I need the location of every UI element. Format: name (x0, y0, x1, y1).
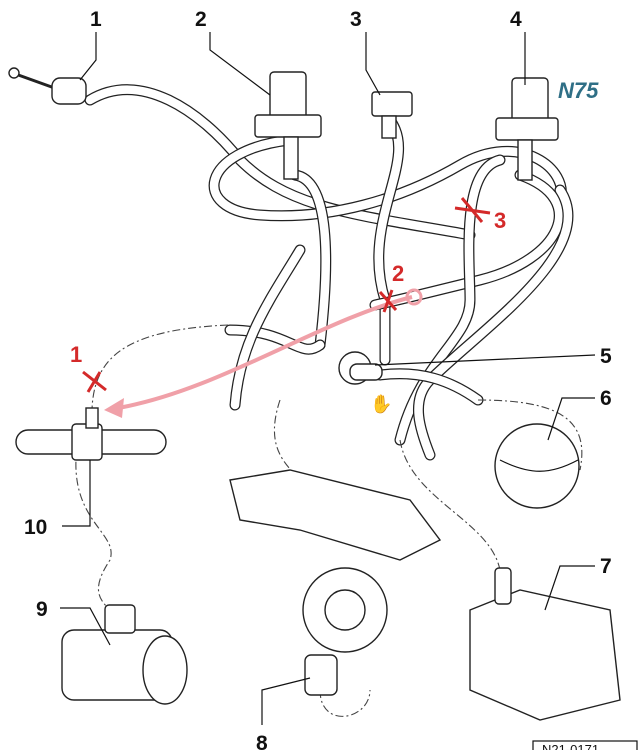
valve-nozzle (517, 139, 533, 181)
leader-line (374, 354, 596, 366)
valve-nozzle (381, 115, 397, 139)
hose (375, 369, 483, 405)
reference-box (532, 740, 638, 750)
dashed-line (75, 429, 112, 611)
callout-1: 1 (90, 8, 102, 31)
callout-7: 7 (600, 555, 612, 578)
dashed-line (477, 399, 583, 471)
egr-valve-9 (61, 604, 188, 705)
callout-10: 10 (24, 516, 47, 539)
hand-icon: ✋ (370, 393, 392, 414)
dashed-line (91, 324, 229, 421)
annotation-2: 2 (392, 261, 404, 286)
hose-piece-10 (15, 407, 167, 461)
reservoir-seam (499, 459, 579, 472)
callout-4: 4 (510, 8, 522, 31)
vacuum-hoses (84, 84, 574, 461)
cross-mark-2 (378, 289, 398, 313)
turbocharger-8 (229, 469, 442, 696)
valve-nozzle (283, 136, 299, 180)
callout-5: 5 (600, 345, 612, 368)
callout-6: 6 (600, 387, 612, 410)
rerouting-arrow (104, 288, 423, 418)
valve-n75 (495, 77, 559, 181)
exhaust-manifold (229, 469, 442, 561)
valve-bracket (254, 114, 322, 138)
hose (290, 170, 330, 350)
callout-3: 3 (350, 8, 362, 31)
cross-mark-3 (454, 197, 491, 223)
leader-line (365, 32, 381, 96)
vacuum-unit-1 (8, 67, 87, 105)
hose (374, 115, 403, 365)
rod-end (8, 67, 20, 79)
leader-line (60, 607, 111, 646)
callout-8: 8 (256, 732, 268, 750)
air-filter-nozzle (494, 567, 512, 605)
dashed-line (319, 689, 371, 717)
leader-line (261, 677, 311, 725)
leader-line (62, 460, 91, 527)
leader-line (544, 565, 595, 611)
reservoir-sphere (494, 423, 580, 509)
reference-code: N21-0171 (542, 742, 599, 750)
cross-mark-1 (82, 370, 107, 393)
vacuum-reservoir-6 (494, 423, 580, 509)
callout-2: 2 (195, 8, 207, 31)
callout-9: 9 (36, 598, 48, 621)
leader-line (79, 32, 97, 81)
leader-line (547, 397, 595, 441)
hose (414, 185, 573, 460)
turbo-outlet (324, 589, 366, 631)
turbo-actuator (304, 654, 338, 696)
vacuum-unit-body (51, 77, 87, 105)
valve-outlet (349, 363, 383, 381)
valve-body (371, 91, 413, 117)
hose (230, 245, 305, 410)
leader-line (209, 32, 271, 96)
valve-2 (254, 71, 322, 180)
tee-nozzle (85, 407, 99, 429)
arrow-origin-ring (405, 288, 423, 306)
dashed-line (399, 439, 501, 571)
valve-bracket (495, 117, 559, 141)
egr-cap (104, 604, 136, 634)
air-filter-7 (469, 567, 621, 721)
n75-label: N75 (558, 78, 599, 103)
annotation-3: 3 (494, 208, 506, 233)
valve-3 (371, 91, 413, 139)
air-filter-housing (469, 589, 621, 721)
leader-lines (60, 32, 596, 725)
arrow-head (104, 398, 124, 418)
egr-flange (142, 635, 188, 705)
non-return-valve-5 (338, 351, 383, 385)
arrow-line (117, 295, 413, 410)
annotation-1: 1 (70, 342, 82, 367)
red-marks: 1 2 3 (70, 197, 506, 393)
pipe-tee (71, 423, 103, 461)
